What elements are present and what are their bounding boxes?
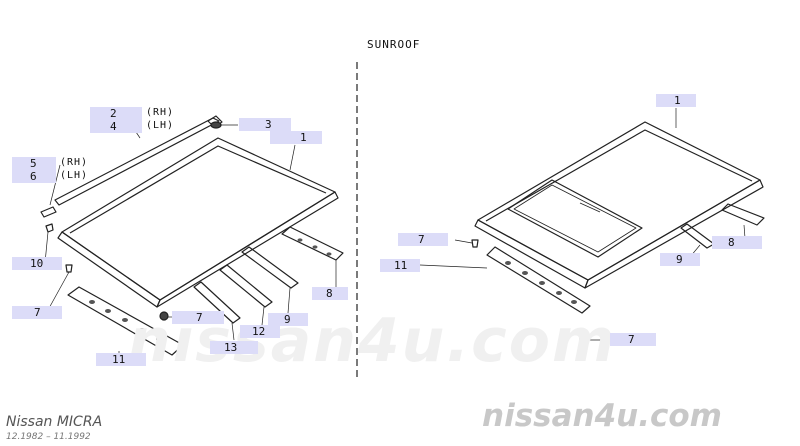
callout-part-2-side: (RH)	[146, 107, 175, 118]
right-front-rail	[486, 246, 591, 314]
callout-part-3[interactable]: 3	[239, 118, 291, 131]
callout-part-12[interactable]: 12	[240, 325, 280, 338]
watermark-corner: nissan4u.com	[482, 398, 722, 434]
left-drip-moulding	[54, 117, 220, 206]
callout-part-4[interactable]: 4	[90, 120, 142, 133]
callout-part-13[interactable]: 13	[210, 341, 258, 354]
callout-part-6-side: (LH)	[60, 170, 89, 181]
callout-right-part-9[interactable]: 9	[660, 253, 700, 266]
callout-part-5-side: (RH)	[60, 157, 89, 168]
callout-right-part-8[interactable]: 8	[712, 236, 762, 249]
clip-part-3	[210, 121, 222, 129]
callout-part-9[interactable]: 9	[268, 313, 308, 326]
right-roof-panel	[474, 121, 764, 289]
left-front-rail	[67, 286, 184, 356]
left-roof-bow-9	[241, 246, 299, 289]
left-roof-bow-12	[219, 264, 273, 308]
callout-part-5[interactable]: 5	[12, 157, 56, 170]
callout-part-7-a[interactable]: 7	[12, 306, 62, 319]
left-roof-panel	[57, 137, 339, 308]
model-name: Nissan MICRA	[6, 414, 103, 430]
left-rear-rail	[281, 226, 344, 261]
right-roof-bow-9	[680, 223, 715, 249]
callout-part-6[interactable]: 6	[12, 170, 56, 183]
callout-part-10[interactable]: 10	[12, 257, 62, 270]
callout-part-2[interactable]: 2	[90, 107, 142, 120]
callout-right-part-7-a[interactable]: 7	[398, 233, 448, 246]
callout-part-4-side: (LH)	[146, 120, 175, 131]
right-rear-rail	[721, 203, 765, 226]
callout-part-8[interactable]: 8	[312, 287, 348, 300]
callout-right-part-11[interactable]: 11	[380, 259, 420, 272]
callout-right-part-7-b[interactable]: 7	[610, 333, 656, 346]
sunroof-opening	[507, 179, 643, 258]
callout-part-1[interactable]: 1	[270, 131, 322, 144]
production-years: 12.1982 – 11.1992	[6, 432, 91, 442]
callout-right-part-1[interactable]: 1	[656, 94, 696, 107]
section-title: SUNROOF	[367, 38, 421, 51]
callout-part-11[interactable]: 11	[96, 353, 146, 366]
callout-part-7-b[interactable]: 7	[172, 311, 224, 324]
